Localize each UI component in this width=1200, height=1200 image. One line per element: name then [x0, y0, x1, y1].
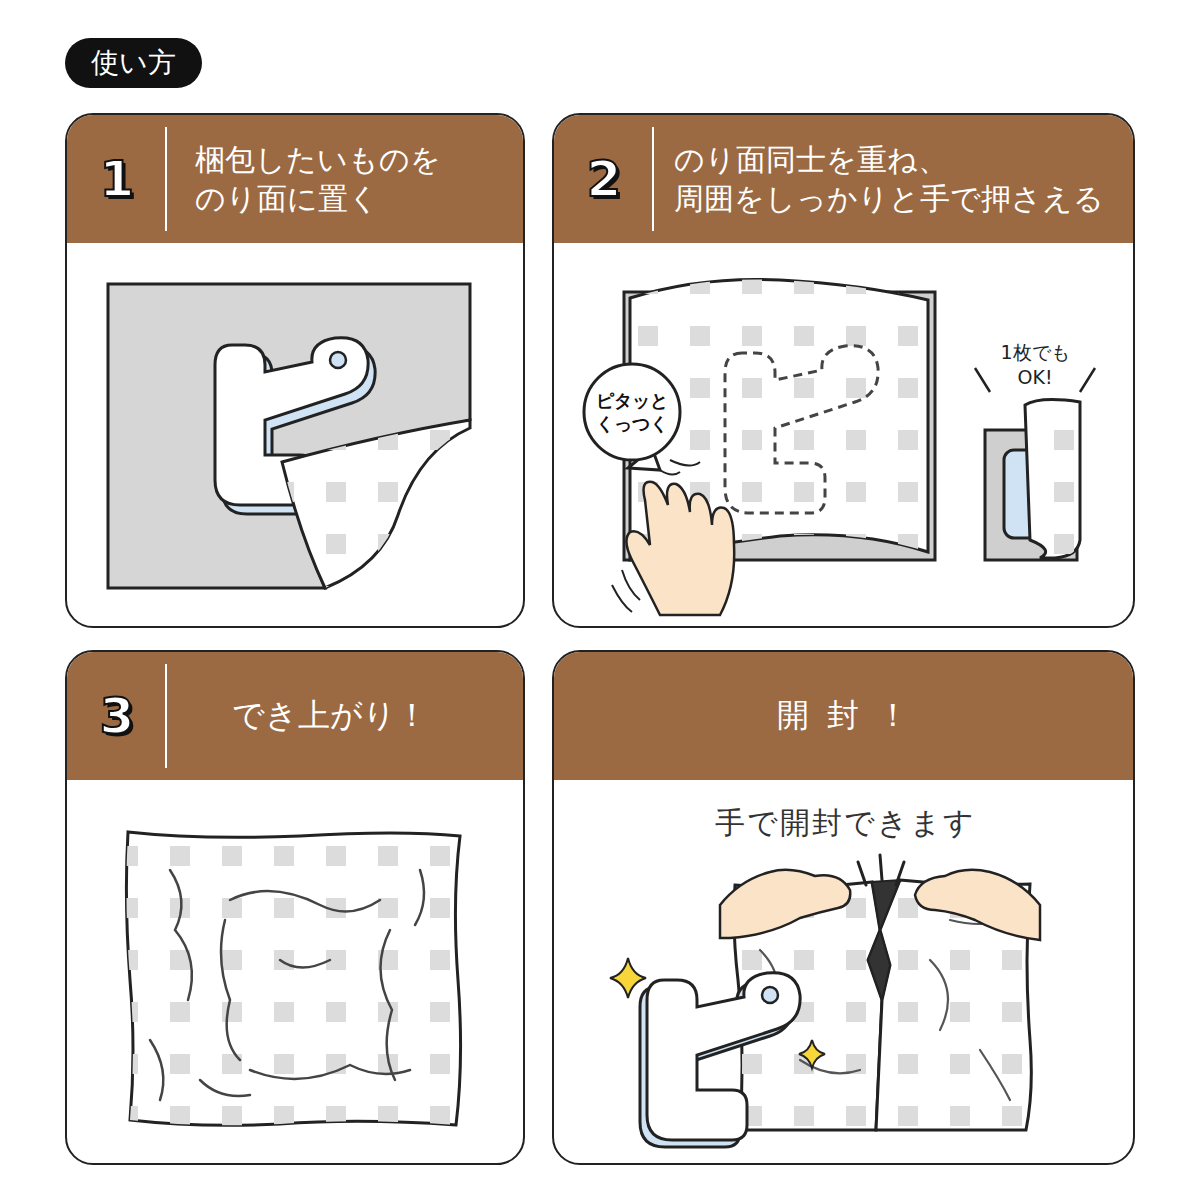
- step-text: のり面同士を重ね、 周囲をしっかりと手で押さえる: [674, 140, 1104, 218]
- step-number: 1: [100, 147, 135, 212]
- step-text: でき上がり！: [232, 695, 428, 737]
- bubble-outline: [582, 362, 682, 462]
- speech-bubble: ピタッと くっつく: [582, 362, 682, 462]
- title-pill: 使い方: [65, 38, 202, 88]
- header-band: [67, 115, 523, 243]
- sheet-with-object: [108, 284, 470, 588]
- step-panel: 1 梱包したいものを のり面に置く: [65, 113, 525, 628]
- step-panel: 開 封 ！ 手で開封できます: [552, 650, 1135, 1165]
- header-divider: [652, 127, 654, 231]
- step-number: 2: [587, 147, 622, 212]
- note-text: 手で開封できます: [715, 803, 976, 842]
- step-number: 3: [100, 684, 135, 749]
- step-panel: 3 でき上がり！: [65, 650, 525, 1165]
- step-text: 梱包したいものを のり面に置く: [195, 140, 441, 218]
- header-divider: [165, 664, 167, 768]
- note-label: 1枚でも OK!: [1000, 340, 1069, 389]
- header-band: [554, 115, 1133, 243]
- header-divider: [165, 127, 167, 231]
- finished-package: [126, 832, 460, 1125]
- opening-package: [610, 855, 1040, 1147]
- bubble-text: ピタッと くっつく: [596, 389, 668, 436]
- step-text: 開 封 ！: [777, 695, 913, 737]
- title: 使い方: [91, 45, 176, 81]
- overlapped-sheets: [612, 279, 1095, 615]
